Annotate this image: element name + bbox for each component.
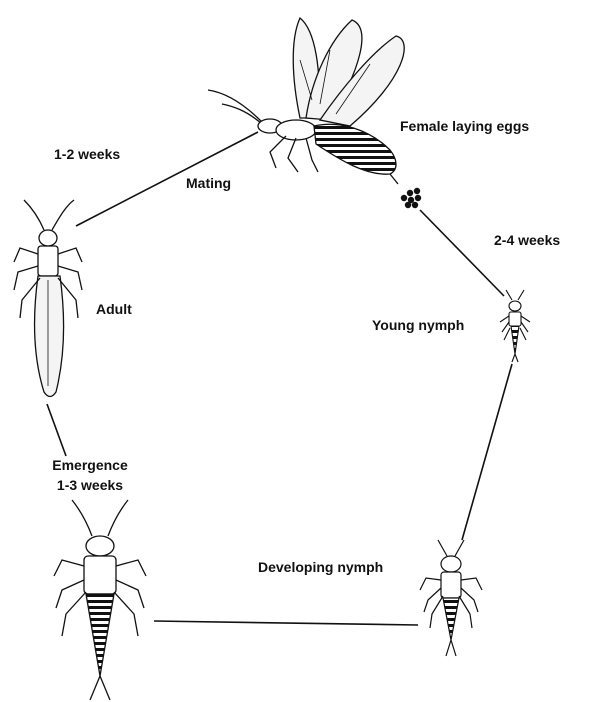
stage-label-adult: Adult [96,301,132,317]
winged-adult-icon [14,200,82,397]
stage-label-emergence: Emergence [40,457,140,473]
connector-young-to-developing [462,364,512,540]
connector-mature-to-developing [154,621,418,625]
cycle-connectors [47,132,512,625]
duration-emergence: 1-3 weeks [40,477,140,493]
developing-nymph-icon [420,540,482,656]
mayfly-adult-icon [208,18,404,184]
stage-label-mating: Mating [186,175,231,191]
stage-label-young: Young nymph [372,317,464,333]
stage-label-developing: Developing nymph [258,559,383,575]
connector-egg-to-young [420,210,504,296]
stage-label-female: Female laying eggs [400,118,529,134]
connector-adult-to-mature [47,404,66,456]
mature-nymph-icon [54,500,146,700]
duration-adult-to-mating: 1-2 weeks [54,146,120,162]
duration-egg-to-young: 2-4 weeks [494,232,560,248]
egg-cluster-icon [401,188,421,208]
young-nymph-icon [500,290,530,362]
